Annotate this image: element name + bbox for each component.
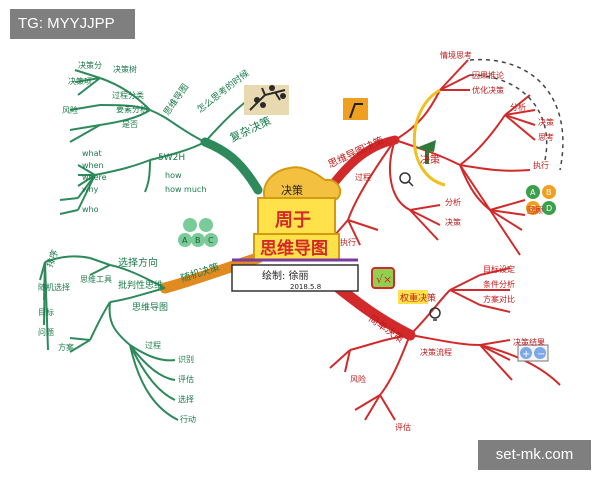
red-top-leaf-a-1: 因果推论 xyxy=(472,70,504,80)
svg-text:A: A xyxy=(530,188,536,197)
center-author: 绘制: 徐丽 xyxy=(262,269,309,282)
checklist-icon: √× xyxy=(371,267,395,289)
green-process-1: 识别 xyxy=(178,355,194,364)
green-left-leaf-5: 方案 xyxy=(58,342,74,352)
red-bottom-leaf-0: 目标设定 xyxy=(483,264,515,274)
svg-text:B: B xyxy=(195,236,201,245)
red-bottom-leaf-3: 决策结果 xyxy=(513,337,545,347)
green-process-4: 行动 xyxy=(180,414,196,424)
red-bottom-leaf-1: 条件分析 xyxy=(483,279,515,289)
green-process-0: 过程 xyxy=(145,340,161,350)
watermark-top-left: TG: MYYJJPP xyxy=(10,9,135,39)
green-leaf-a-1: 决策项 xyxy=(68,76,92,86)
green-top-sub-b: 思维导图 xyxy=(161,81,191,117)
red-top-leaf-b-1: 决策 xyxy=(538,117,554,127)
red-top-leaf-b-2: 思考 xyxy=(538,133,554,142)
hammer-icon xyxy=(416,140,436,164)
red-top-leaf-b-0: 分析 xyxy=(510,102,526,112)
green-leaf-b-1: 要素分析 xyxy=(116,104,148,114)
green-leaf-a-2: 决策树 xyxy=(113,64,137,74)
green-left-leaf-4: 问题 xyxy=(38,328,54,337)
green-q-2: where xyxy=(82,173,107,182)
center-banner: 决策 xyxy=(281,183,303,197)
green-top-main: 复杂决策 xyxy=(227,113,273,144)
orange-left-trunk xyxy=(159,252,264,294)
green-leaf-b-0: 过程分类 xyxy=(112,90,144,100)
bulb-icon xyxy=(429,307,441,321)
green-left-sub-b: 批判性思维 xyxy=(118,279,163,291)
green-left-leaf-1: 随机选择 xyxy=(38,282,70,292)
center-date: 2018.5.8 xyxy=(290,283,321,291)
svg-text:+: + xyxy=(522,349,530,360)
red-bottom-leaf-2: 方案对比 xyxy=(483,294,515,304)
green-how-0: how xyxy=(165,171,182,180)
watermark-bottom-right: set-mk.com xyxy=(478,440,591,470)
svg-text:C: C xyxy=(530,204,536,213)
center-line2: 思维导图 xyxy=(260,238,328,259)
green-left-leaf-0: 排序 xyxy=(44,248,61,269)
red-top-left-2: 决策 xyxy=(445,217,461,227)
red-bottom-leaf-4: 风险 xyxy=(350,374,366,384)
red-top-left-0: 过程 xyxy=(355,172,371,182)
green-leaf-a-0: 决策分 xyxy=(78,60,102,70)
svg-text:D: D xyxy=(546,204,552,213)
green-how-1: how much xyxy=(165,185,206,194)
svg-text:A: A xyxy=(182,236,188,245)
dashed-arc-2 xyxy=(469,74,548,161)
red-top-left-1: 分析 xyxy=(445,197,461,207)
magnifier-icon xyxy=(399,172,414,187)
red-top-left-3: 执行 xyxy=(340,237,356,247)
green-process-3: 选择 xyxy=(178,394,194,404)
green-q-3: why xyxy=(82,185,99,194)
red-bottom-sub-a: 权重决策 xyxy=(400,292,436,304)
red-top-sub: 决策 xyxy=(420,153,440,166)
svg-text:√×: √× xyxy=(376,273,392,286)
green-q-0: what xyxy=(82,149,102,158)
red-bottom-sub-b: 决策流程 xyxy=(420,347,452,357)
green-left-leaf-2: 思维工具 xyxy=(80,274,112,284)
svg-text:C: C xyxy=(208,236,214,245)
red-top-leaf-b-3: 执行 xyxy=(533,160,549,170)
red-bottom-leaf-5: 评估 xyxy=(395,422,411,432)
green-left-sub-c: 思维导图 xyxy=(132,301,168,313)
green-qs-label: 5W2H xyxy=(158,153,185,163)
plus-minus-icon: + − xyxy=(517,344,549,362)
abc-icon: A B C xyxy=(178,218,218,247)
dashed-arc-1 xyxy=(469,58,564,171)
center-line1: 周于 xyxy=(275,210,311,231)
green-leaf-b-3: 是否 xyxy=(122,120,138,129)
green-q-1: when xyxy=(82,161,104,170)
red-top-leaf-a-2: 优化决策 xyxy=(472,85,504,95)
green-process-2: 评估 xyxy=(178,374,194,384)
red-top-leaf-b-4: 回顾 xyxy=(527,206,543,215)
signpost-icon xyxy=(343,98,368,120)
svg-text:−: − xyxy=(537,349,545,360)
green-left-leaf-3: 目标 xyxy=(38,307,54,317)
green-leaf-b-2: 风险 xyxy=(62,105,78,115)
green-left-sub-a: 选择方向 xyxy=(118,256,158,269)
green-top-trunk xyxy=(200,137,263,195)
red-top-leaf-a-0: 情境思考 xyxy=(440,50,472,60)
svg-text:B: B xyxy=(546,188,552,197)
abcd-icon: A B C D xyxy=(526,185,556,215)
green-top-sub-a: 怎么思考的时候 xyxy=(194,67,251,115)
tree-icon xyxy=(244,85,289,115)
center-topic xyxy=(231,166,359,292)
yellow-arc xyxy=(412,88,446,187)
green-q-4: who xyxy=(82,205,99,214)
